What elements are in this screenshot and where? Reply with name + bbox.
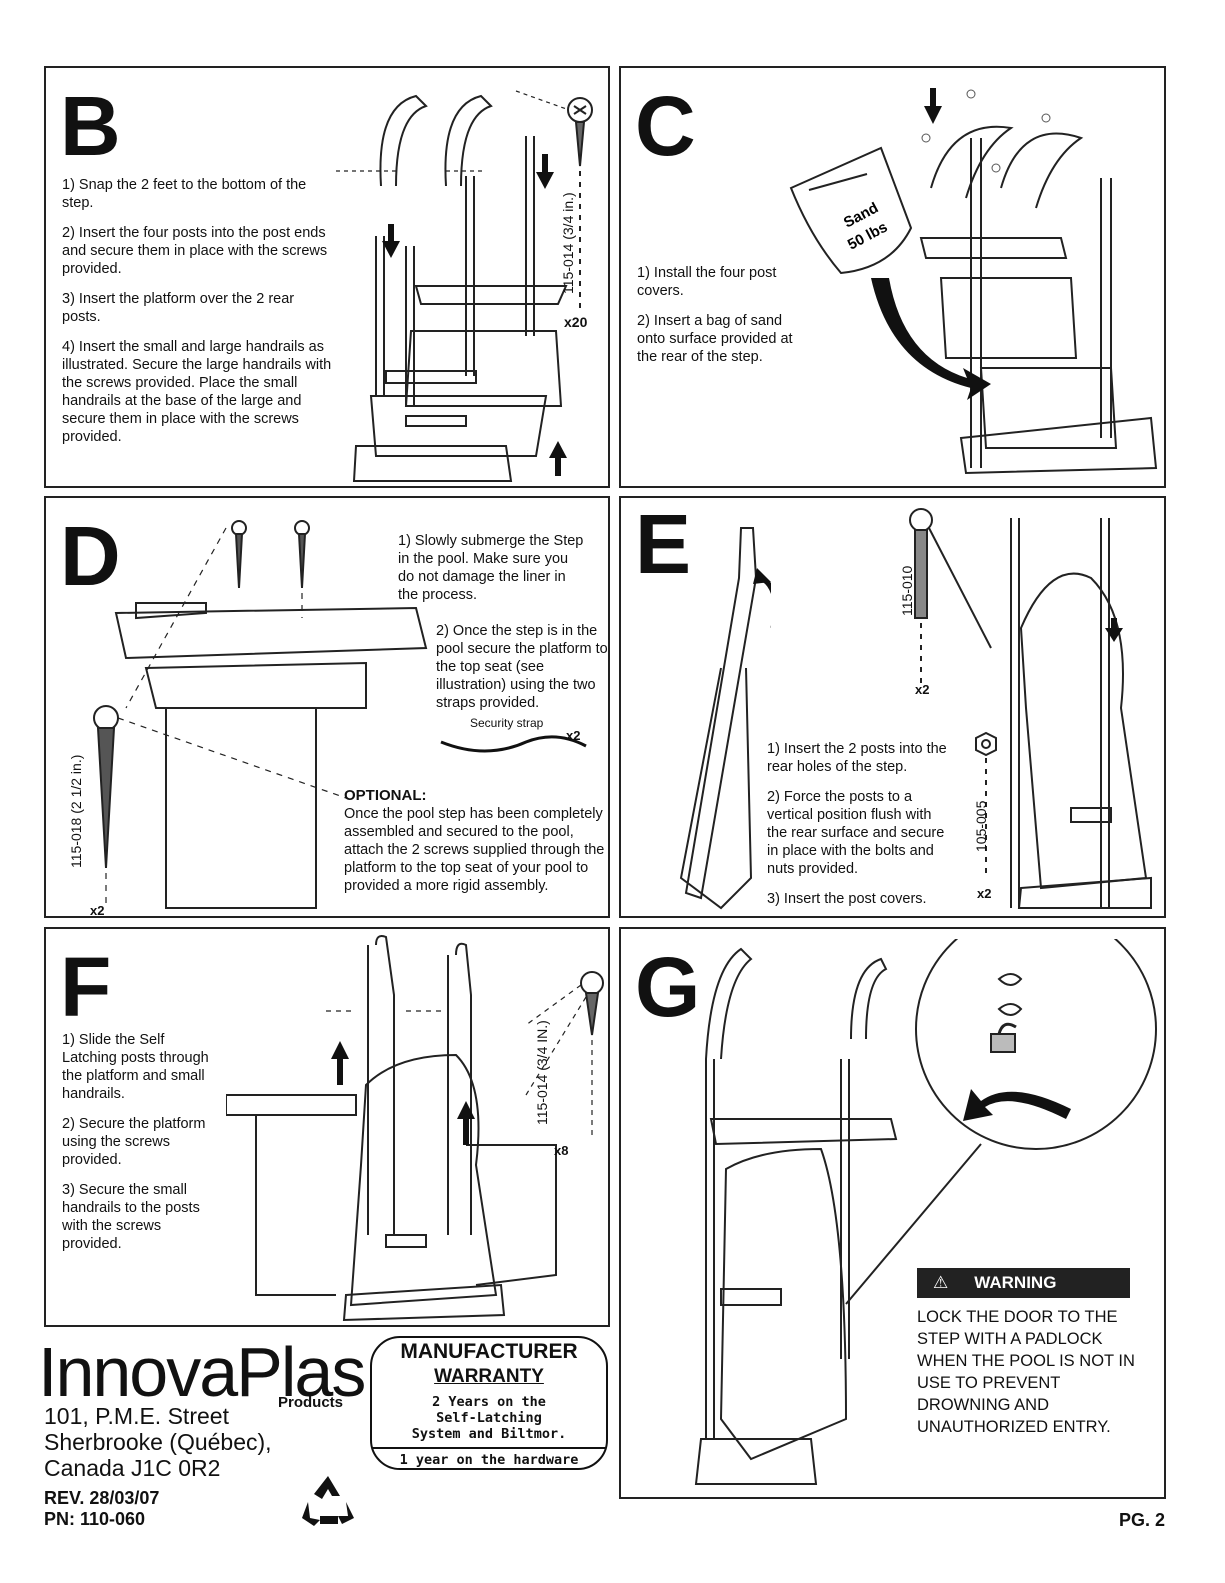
panel-e: E 115-010 x2 1) Insert the 2 posts into … — [619, 496, 1166, 918]
panel-b-assembly-illustration — [336, 90, 593, 482]
panel-e-step-illustration-right — [909, 508, 1152, 909]
panel-d-step-2: 2) Once the step is in the pool secure t… — [436, 623, 608, 711]
panel-f: F 1) Slide the Self Latching posts throu… — [44, 927, 610, 1327]
warning-triangle-icon: ⚠ — [933, 1273, 949, 1292]
page-number: PG. 2 — [1118, 1510, 1165, 1530]
panel-letter-b: B — [60, 79, 121, 173]
panel-g: G ⚠ WARNING LOCK THE DOOR TO THE STEP WIT… — [619, 927, 1166, 1499]
panel-e-step-1: 1) Insert the 2 posts into the rear hole… — [767, 741, 947, 775]
panel-b-step-1: 1) Snap the 2 feet to the bottom of the … — [62, 177, 307, 211]
address-line-2: Sherbrooke (Québec), — [44, 1429, 272, 1455]
warning-banner: ⚠ WARNING — [917, 1268, 1130, 1298]
panel-f-screw-label: 115-014 (3/4 IN.) — [534, 1020, 550, 1125]
warranty-box: MANUFACTURER WARRANTY 2 Years on the Sel… — [370, 1336, 608, 1470]
screw-icon — [580, 971, 604, 1036]
security-strap-icon — [440, 735, 587, 753]
panel-e-step-2: 2) Force the posts to a vertical positio… — [767, 789, 945, 877]
screw-icon — [567, 97, 593, 167]
panel-letter-g: G — [635, 940, 701, 1034]
brand-logo: InnovaPlas — [38, 1333, 366, 1411]
brand-logo-sub: Products — [278, 1394, 344, 1411]
panel-e-instructions: 1) Insert the 2 posts into the rear hole… — [767, 740, 953, 920]
panel-d-step-1: 1) Slowly submerge the Step in the pool.… — [398, 533, 584, 603]
panel-f-step-1: 1) Slide the Self Latching posts through… — [62, 1032, 209, 1102]
warranty-line-1: 2 Years on the — [432, 1394, 546, 1410]
panel-e-step-3: 3) Insert the post covers. — [767, 891, 927, 907]
part-number: PN: 110-060 — [44, 1509, 146, 1529]
panel-d-optional-text: Once the pool step has been completely a… — [344, 806, 605, 894]
panel-e-post-illustration-left — [679, 527, 771, 910]
panel-b-instructions: 1) Snap the 2 feet to the bottom of the … — [62, 176, 334, 458]
panel-b-step-4: 4) Insert the small and large handrails … — [62, 339, 332, 445]
bolt-icon — [909, 508, 933, 619]
warranty-subtitle: WARRANTY — [434, 1366, 544, 1387]
warning-text: LOCK THE DOOR TO THE STEP WITH A PADLOCK… — [917, 1308, 1135, 1436]
panel-letter-c: C — [635, 79, 696, 173]
panel-d-screw-qty: x2 — [90, 903, 105, 918]
panel-letter-d: D — [60, 509, 121, 603]
recycle-icon — [302, 1476, 354, 1526]
rotate-arrow-icon — [963, 1089, 1071, 1121]
warranty-line-2: Self-Latching — [436, 1410, 542, 1426]
panel-b-step-2: 2) Insert the four posts into the post e… — [62, 225, 328, 277]
panel-b: B 1) Snap the 2 feet to the bottom of th… — [44, 66, 610, 488]
panel-f-instructions: 1) Slide the Self Latching posts through… — [62, 1031, 222, 1265]
panel-letter-f: F — [60, 940, 112, 1034]
panel-d-strap-label: Security strap — [470, 716, 544, 730]
panel-c-step-2: 2) Insert a bag of sand onto surface pro… — [637, 313, 793, 365]
panel-d-mounting-illustration — [93, 520, 428, 909]
address-line-1: 101, P.M.E. Street — [44, 1403, 229, 1429]
panel-e-nut-label: 105-005 — [973, 800, 989, 852]
panel-b-screw-qty: x20 — [564, 314, 588, 330]
warranty-line-4: 1 year on the hardware — [372, 1447, 606, 1468]
panel-d-screw-label: 115-018 (2 1/2 in.) — [68, 754, 84, 868]
address-line-3: Canada J1C 0R2 — [44, 1455, 221, 1481]
panel-c-step-1: 1) Install the four post covers. — [637, 265, 777, 299]
panel-letter-e: E — [635, 497, 692, 591]
panel-b-step-3: 3) Insert the platform over the 2 rear p… — [62, 291, 295, 325]
panel-e-bolt-qty: x2 — [915, 682, 930, 697]
panel-f-latching-illustration — [226, 935, 604, 1322]
warranty-line-3: System and Biltmor. — [411, 1426, 567, 1442]
panel-f-step-2: 2) Secure the platform using the screws … — [62, 1116, 206, 1168]
nut-icon — [975, 731, 997, 757]
warning-title: WARNING — [974, 1273, 1057, 1292]
panel-f-screw-qty: x8 — [554, 1143, 569, 1158]
panel-c-instructions: 1) Install the four post covers. 2) Inse… — [637, 264, 807, 378]
panel-c: C 1) Install the four post covers. 2) In… — [619, 66, 1166, 488]
warranty-title: MANUFACTURER — [400, 1340, 578, 1363]
panel-g-padlock-illustration — [694, 939, 1157, 1485]
panel-c-sandbag-illustration: Sand 50 lbs — [789, 88, 1158, 475]
document-revision: REV. 28/03/07 PN: 110-060 — [44, 1488, 159, 1530]
panel-f-step-3: 3) Secure the small handrails to the pos… — [62, 1182, 200, 1252]
panel-d: D 115-018 (2 1/2 in.) x2 1) Slowly subme… — [44, 496, 610, 918]
revision-date: REV. 28/03/07 — [44, 1488, 160, 1508]
panel-d-optional-title: OPTIONAL: — [344, 787, 427, 804]
company-address: 101, P.M.E. Street Sherbrooke (Québec), … — [44, 1403, 272, 1481]
panel-e-nut-qty: x2 — [977, 886, 992, 901]
panel-b-screw-label: 115-014 (3/4 in.) — [560, 192, 576, 294]
